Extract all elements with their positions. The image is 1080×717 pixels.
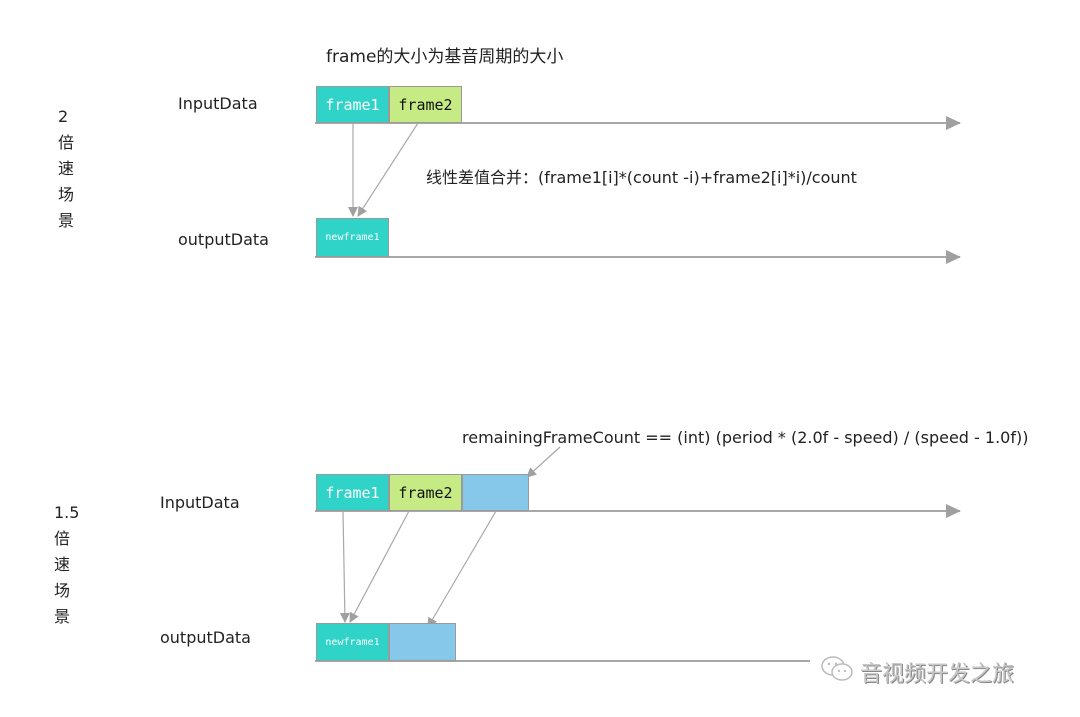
remaining-frame-block bbox=[462, 474, 529, 511]
speed-char: 场 bbox=[54, 581, 71, 600]
frame2-block: frame2 bbox=[389, 474, 462, 511]
watermark-text: 音视频开发之旅 bbox=[860, 662, 1015, 687]
interpolation-formula: 线性差值合并：(frame1[i]*(count -i)+frame2[i]*i… bbox=[426, 168, 857, 187]
speed-char: 场 bbox=[58, 185, 75, 204]
speed-value: 1.5 bbox=[54, 503, 80, 522]
arrow-frame2-to-newframe1-2 bbox=[349, 510, 410, 623]
speed-label-2x: 2 倍 速 场 景 bbox=[58, 104, 74, 234]
input-data-label: InputData bbox=[178, 94, 258, 113]
speed-label-1-5x: 1.5 倍 速 场 景 bbox=[54, 500, 79, 630]
arrow-formula-to-remaining bbox=[526, 446, 561, 478]
newframe1-block: newframe1 bbox=[316, 623, 389, 661]
speed-char: 景 bbox=[54, 607, 71, 626]
frame2-block: frame2 bbox=[389, 86, 462, 123]
arrow-frame2-to-newframe1 bbox=[357, 122, 419, 217]
input-data-label: InputData bbox=[160, 493, 240, 512]
speed-char: 倍 bbox=[58, 133, 75, 152]
newframe1-block: newframe1 bbox=[316, 218, 389, 257]
frame1-block: frame1 bbox=[316, 86, 389, 123]
speed-char: 速 bbox=[58, 159, 75, 178]
arrow-remaining-to-output bbox=[427, 510, 497, 628]
remaining-frame-count-formula: remainingFrameCount == (int) (period * (… bbox=[462, 428, 1029, 447]
watermark: 音视频开发之旅 bbox=[820, 655, 1014, 689]
speed-char: 速 bbox=[54, 555, 71, 574]
wechat-icon bbox=[820, 655, 854, 689]
speed-char: 倍 bbox=[54, 529, 71, 548]
frame1-block: frame1 bbox=[316, 474, 389, 511]
output-data-label: outputData bbox=[160, 628, 251, 647]
arrow-frame1-to-newframe1-2 bbox=[339, 510, 350, 623]
remaining-output-block bbox=[389, 623, 456, 661]
speed-value: 2 bbox=[58, 107, 69, 126]
output-data-label: outputData bbox=[178, 230, 269, 249]
diagram-title: frame的大小为基音周期的大小 bbox=[326, 47, 564, 67]
speed-char: 景 bbox=[58, 211, 75, 230]
